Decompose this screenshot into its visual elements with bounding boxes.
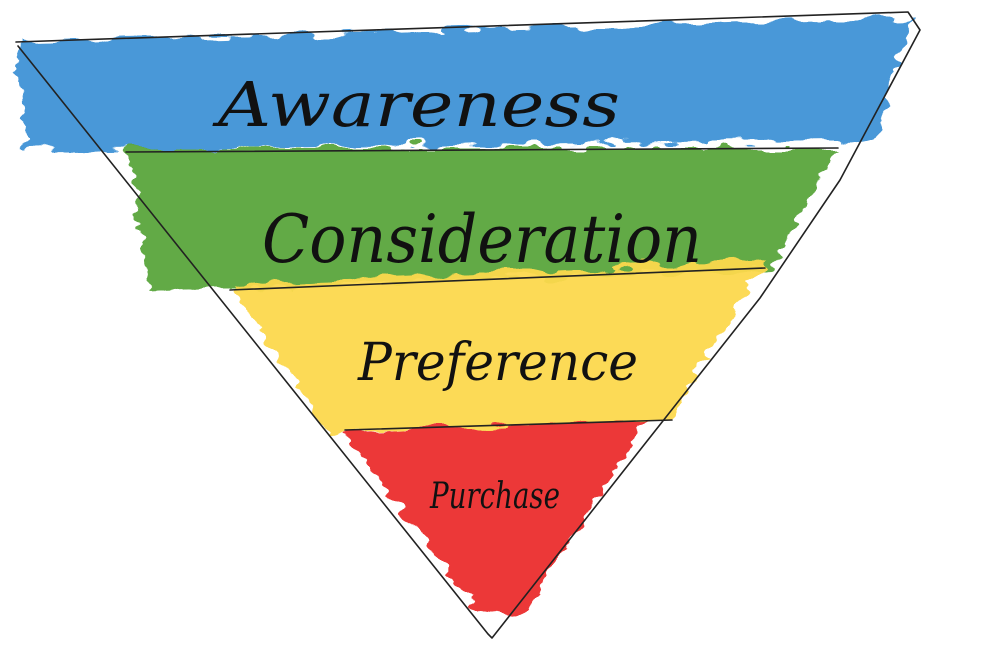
stage-label-awareness: Awareness [212, 68, 620, 141]
band-awareness [18, 18, 912, 150]
stage-label-consideration: Consideration [262, 201, 702, 278]
band-purchase [342, 420, 648, 618]
band-preference [232, 260, 765, 432]
divider-line-3 [344, 419, 673, 431]
divider-line-1 [125, 147, 839, 153]
band-consideration [128, 148, 838, 292]
divider-line-2 [229, 267, 766, 291]
stage-label-preference: Preference [357, 333, 638, 393]
stage-label-purchase: Purchase [429, 476, 560, 517]
funnel-outline [15, 11, 921, 639]
